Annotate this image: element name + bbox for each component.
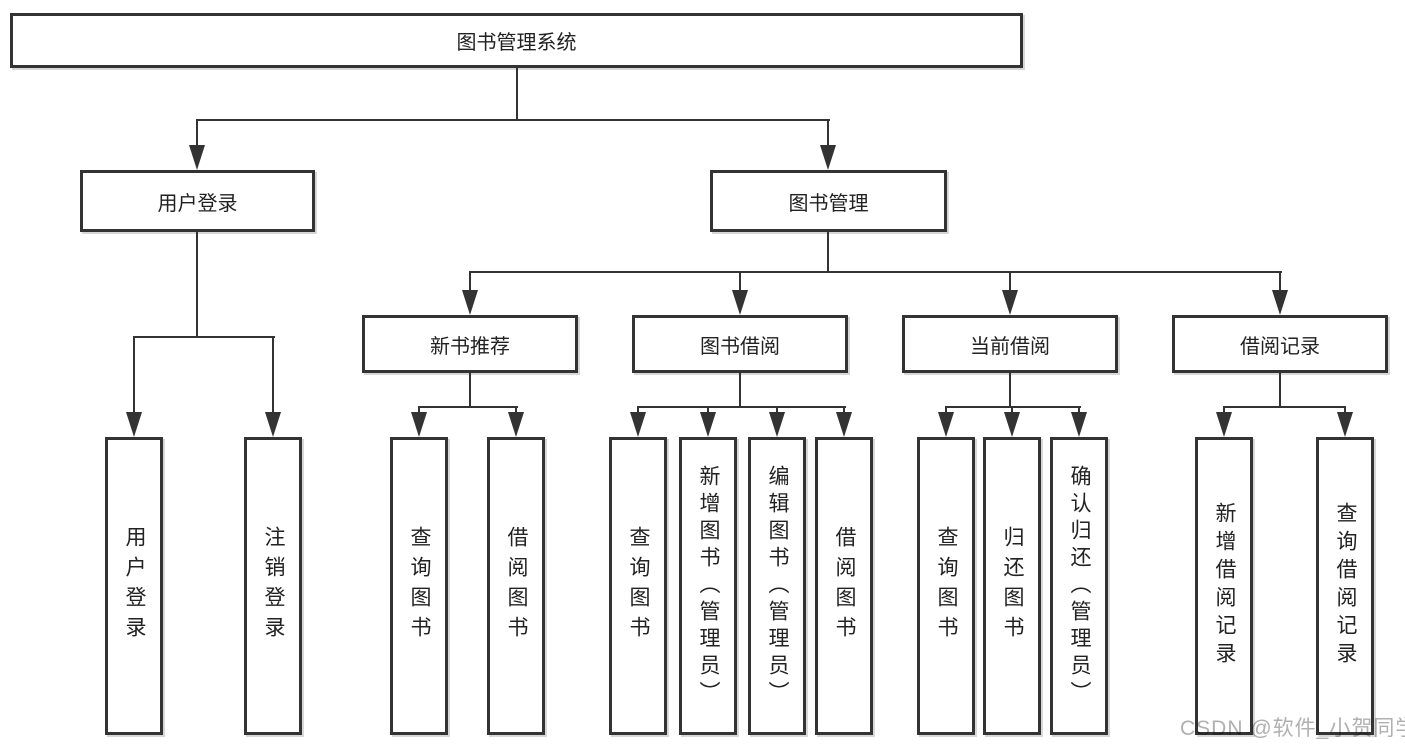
leaf-new-book-borrow: 借阅图书 xyxy=(487,437,545,735)
connector-borrow-drop xyxy=(739,271,741,295)
arrow-to-leaf-new-book-borrow xyxy=(508,412,524,437)
watermark: CSDN @软件_小贺同学 xyxy=(1180,717,1405,740)
node-record-group: 借阅记录 xyxy=(1172,315,1388,373)
connector-new-book-split xyxy=(418,406,518,408)
leaf-current-confirm: 确认归还（管理员） xyxy=(1050,437,1108,735)
connector-leaf-user-login-drop xyxy=(133,336,135,416)
connector-user-login-split xyxy=(133,336,275,338)
arrow-to-leaf-record-add xyxy=(1216,412,1232,437)
connector-leaf-ba-drop xyxy=(707,406,709,416)
connector-current-drop xyxy=(1009,271,1011,295)
leaf-new-book-query-label: 查询图书 xyxy=(408,526,431,646)
arrow-to-book-mgmt-group xyxy=(820,145,836,170)
connector-leaf-cr-drop xyxy=(1011,406,1013,416)
arrow-to-leaf-current-confirm xyxy=(1071,412,1087,437)
leaf-current-return-label: 归还图书 xyxy=(1001,526,1024,646)
connector-record-split xyxy=(1223,406,1346,408)
connector-leaf-bq-drop xyxy=(637,406,639,416)
leaf-new-book-query: 查询图书 xyxy=(390,437,448,735)
leaf-record-add: 新增借阅记录 xyxy=(1195,437,1253,735)
connector-leaf-ra-drop xyxy=(1223,406,1225,416)
arrow-to-leaf-borrow-query xyxy=(630,412,646,437)
connector-leaf-logout-drop xyxy=(272,336,274,416)
connector-current-stem xyxy=(1009,373,1011,408)
connector-root-stem xyxy=(516,68,518,120)
leaf-logout: 注销登录 xyxy=(244,437,302,735)
node-root-label: 图书管理系统 xyxy=(456,32,577,54)
connector-current-split xyxy=(945,406,1081,408)
arrow-to-new-book-group xyxy=(462,290,478,315)
leaf-borrow-add: 新增图书（管理员） xyxy=(679,437,737,735)
node-user-login-group: 用户登录 xyxy=(80,170,315,232)
arrow-to-leaf-current-return xyxy=(1004,412,1020,437)
connector-book-mgmt-stem xyxy=(827,232,829,273)
connector-leaf-be-drop xyxy=(776,406,778,416)
connector-leaf-rq-drop xyxy=(1344,406,1346,416)
connector-new-book-stem xyxy=(469,373,471,408)
leaf-borrow-edit-label: 编辑图书（管理员） xyxy=(766,464,789,708)
arrow-to-user-login-group xyxy=(189,145,205,170)
leaf-record-query: 查询借阅记录 xyxy=(1316,437,1374,735)
connector-record-drop xyxy=(1279,271,1281,295)
arrow-to-leaf-new-book-query xyxy=(411,412,427,437)
leaf-record-query-label: 查询借阅记录 xyxy=(1334,502,1357,670)
arrow-to-leaf-borrow-edit xyxy=(769,412,785,437)
leaf-record-add-label: 新增借阅记录 xyxy=(1213,502,1236,670)
leaf-current-query-label: 查询图书 xyxy=(935,526,958,646)
node-borrow-group-label: 图书借阅 xyxy=(700,335,780,358)
connector-borrow-stem xyxy=(739,373,741,408)
node-book-mgmt-group: 图书管理 xyxy=(710,170,947,232)
connector-leaf-cq-drop xyxy=(945,406,947,416)
node-current-group-label: 当前借阅 xyxy=(970,335,1050,358)
leaf-user-login: 用户登录 xyxy=(105,437,163,735)
node-borrow-group: 图书借阅 xyxy=(632,315,848,373)
leaf-new-book-borrow-label: 借阅图书 xyxy=(505,526,528,646)
leaf-current-query: 查询图书 xyxy=(917,437,975,735)
leaf-borrow-add-label: 新增图书（管理员） xyxy=(697,464,720,708)
connector-new-book-drop xyxy=(469,271,471,295)
connector-user-login-stem xyxy=(196,232,198,338)
connector-leaf-nbq-drop xyxy=(418,406,420,416)
arrow-to-leaf-borrow-do xyxy=(836,412,852,437)
connector-borrow-split xyxy=(637,406,846,408)
connector-leaf-bd-drop xyxy=(843,406,845,416)
connector-book-mgmt-split xyxy=(469,271,1282,273)
leaf-current-confirm-label: 确认归还（管理员） xyxy=(1068,464,1091,708)
node-book-mgmt-group-label: 图书管理 xyxy=(788,192,869,215)
leaf-logout-label: 注销登录 xyxy=(262,526,285,646)
connector-leaf-cc-drop xyxy=(1078,406,1080,416)
node-current-group: 当前借阅 xyxy=(902,315,1118,373)
arrow-to-record-group xyxy=(1272,290,1288,315)
leaf-borrow-do: 借阅图书 xyxy=(815,437,873,735)
node-new-book-group: 新书推荐 xyxy=(362,315,578,373)
arrow-to-current-group xyxy=(1002,290,1018,315)
leaf-borrow-query-label: 查询图书 xyxy=(627,526,650,646)
node-root: 图书管理系统 xyxy=(10,13,1023,68)
arrow-to-borrow-group xyxy=(732,290,748,315)
connector-user-login-drop xyxy=(196,119,198,150)
connector-leaf-nbb-drop xyxy=(515,406,517,416)
node-user-login-group-label: 用户登录 xyxy=(157,192,238,215)
leaf-current-return: 归还图书 xyxy=(983,437,1041,735)
connector-record-stem xyxy=(1279,373,1281,408)
leaf-borrow-do-label: 借阅图书 xyxy=(833,526,856,646)
leaf-borrow-query: 查询图书 xyxy=(609,437,667,735)
arrow-to-leaf-record-query xyxy=(1337,412,1353,437)
node-new-book-group-label: 新书推荐 xyxy=(430,335,510,358)
arrow-to-leaf-logout xyxy=(265,412,281,437)
leaf-user-login-label: 用户登录 xyxy=(123,526,146,646)
leaf-borrow-edit: 编辑图书（管理员） xyxy=(748,437,806,735)
arrow-to-leaf-current-query xyxy=(938,412,954,437)
arrow-to-leaf-borrow-add xyxy=(700,412,716,437)
arrow-to-leaf-user-login xyxy=(126,412,142,437)
node-record-group-label: 借阅记录 xyxy=(1240,335,1320,358)
connector-book-mgmt-drop xyxy=(827,119,829,150)
connector-root-split xyxy=(196,119,830,121)
